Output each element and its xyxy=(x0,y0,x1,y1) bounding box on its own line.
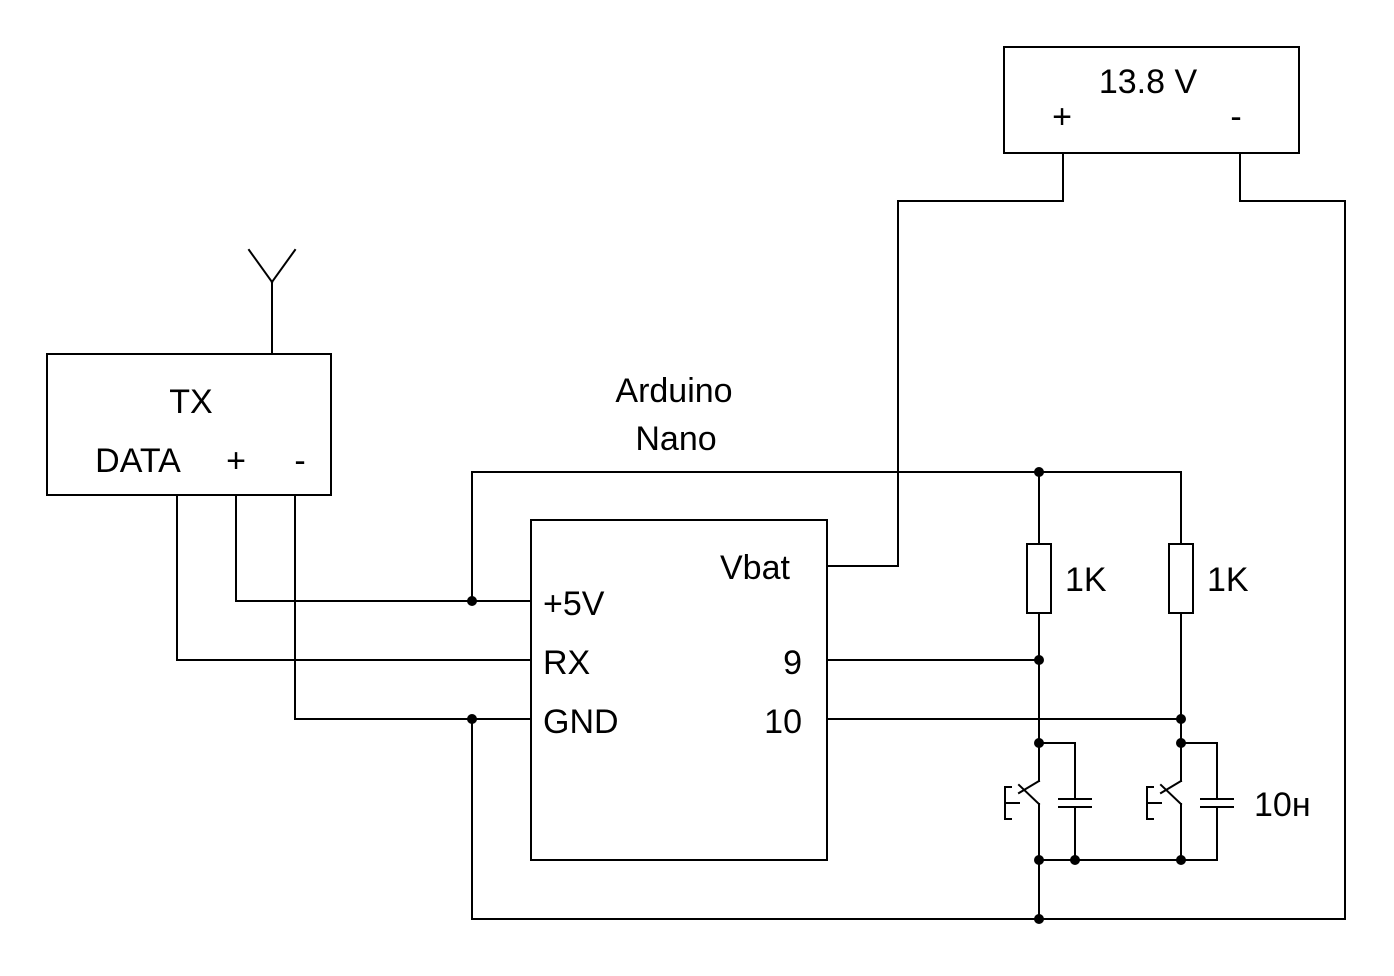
pin-10-label: 10 xyxy=(764,703,802,741)
push-button-1-icon xyxy=(1004,779,1041,828)
capacitor-1-icon xyxy=(1058,798,1092,808)
power-supply-plus: + xyxy=(1052,98,1072,136)
arduino-nano: Arduino Nano Vbat +5V RX GND 9 10 xyxy=(530,372,828,861)
pin-rx-label: RX xyxy=(543,644,590,682)
tx-data-label: DATA xyxy=(95,442,181,480)
pin-9-label: 9 xyxy=(783,644,802,682)
arduino-title-line1: Arduino xyxy=(615,372,732,410)
pin-gnd-label: GND xyxy=(543,703,619,741)
pin-5v-label: +5V xyxy=(543,585,605,623)
arduino-box xyxy=(530,519,828,861)
power-supply-minus: - xyxy=(1230,98,1241,136)
antenna-icon xyxy=(247,248,297,353)
power-supply-voltage: 13.8 V xyxy=(1099,63,1198,101)
resistor-1-value: 1K xyxy=(1065,561,1107,599)
power-supply: 13.8 V + - xyxy=(1003,46,1300,154)
push-button-2-icon xyxy=(1146,779,1183,828)
tx-minus-label: - xyxy=(294,442,305,480)
capacitor-2-icon xyxy=(1200,798,1234,808)
power-supply-box xyxy=(1003,46,1300,154)
tx-title: TX xyxy=(169,383,212,421)
tx-module: TX DATA + - xyxy=(46,353,332,496)
wires xyxy=(176,152,1346,920)
capacitor-value: 10н xyxy=(1254,786,1311,824)
tx-plus-label: + xyxy=(226,442,246,480)
arduino-title-line2: Nano xyxy=(635,420,716,458)
tx-box xyxy=(46,353,332,496)
resistor-2-value: 1K xyxy=(1207,561,1249,599)
junction-dots xyxy=(467,467,1186,924)
resistor-2 xyxy=(1168,543,1194,614)
pin-vbat-label: Vbat xyxy=(720,549,790,587)
resistor-1 xyxy=(1026,543,1052,614)
